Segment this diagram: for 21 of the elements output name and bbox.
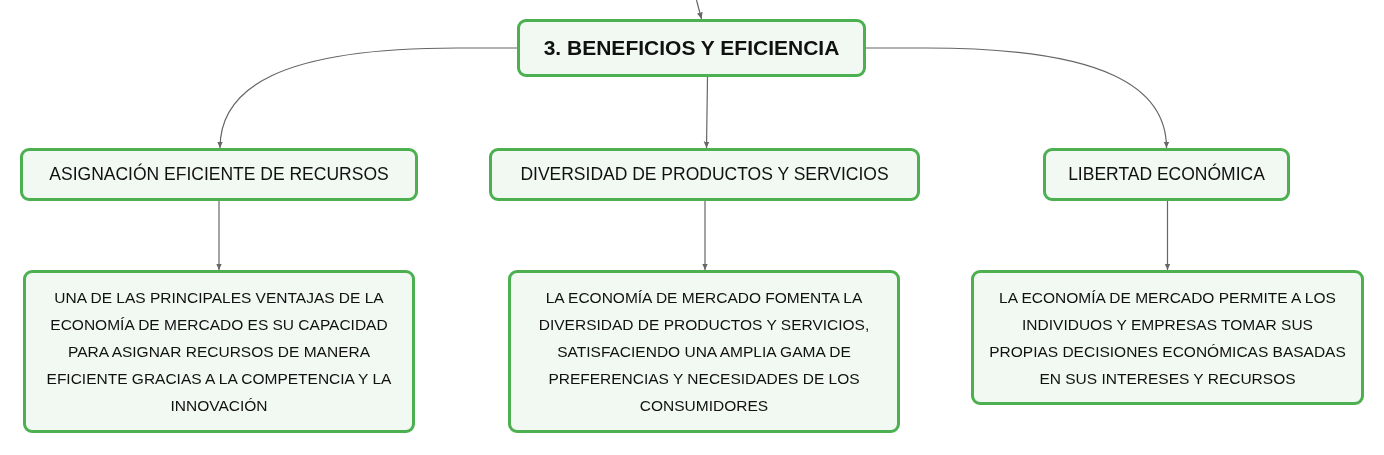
subtopic-title: LIBERTAD ECONÓMICA (1068, 164, 1265, 185)
description-box (508, 270, 900, 433)
topic-title: 3. BENEFICIOS Y EFICIENCIA (543, 35, 840, 61)
subtopic-box (489, 148, 920, 201)
subtopic-title: DIVERSIDAD DE PRODUCTOS Y SERVICIOS (520, 164, 889, 185)
arrow (217, 47, 518, 149)
description-box (971, 270, 1364, 405)
description-box (23, 270, 415, 433)
subtopic-box (20, 148, 418, 201)
arrow (702, 200, 708, 271)
subtopic-title: ASIGNACIÓN EFICIENTE DE RECURSOS (49, 164, 389, 185)
arrow (1164, 200, 1171, 271)
description-text: LA ECONOMÍA DE MERCADO PERMITE A LOS INDIVIDUOS Y EMPRESAS TOMAR SUS PROPIAS DECISIONES ECONÓMICAS BASADAS EN SUS INTERESES Y RECURSOS (988, 287, 1347, 389)
description-text: LA ECONOMÍA DE MERCADO FOMENTA LA DIVERSIDAD DE PRODUCTOS Y SERVICIOS, SATISFACIENDO UNA AMPLIA GAMA DE PREFERENCIAS Y NECESIDADES DE LOS CONSUMIDORES (537, 288, 871, 416)
arrow (865, 47, 1169, 149)
topic-box (517, 19, 866, 77)
arrow (216, 200, 222, 271)
arrow (703, 76, 710, 149)
description-text: UNA DE LAS PRINCIPALES VENTAJAS DE LA ECONOMÍA DE MERCADO ES SU CAPACIDAD PARA ASIGNAR RECURSOS DE MANERA EFICIENTE GRACIAS A LA COMPETENCIA Y LA INNOVACIÓN (45, 288, 393, 416)
subtopic-box (1043, 148, 1290, 201)
arrow (695, 0, 703, 20)
